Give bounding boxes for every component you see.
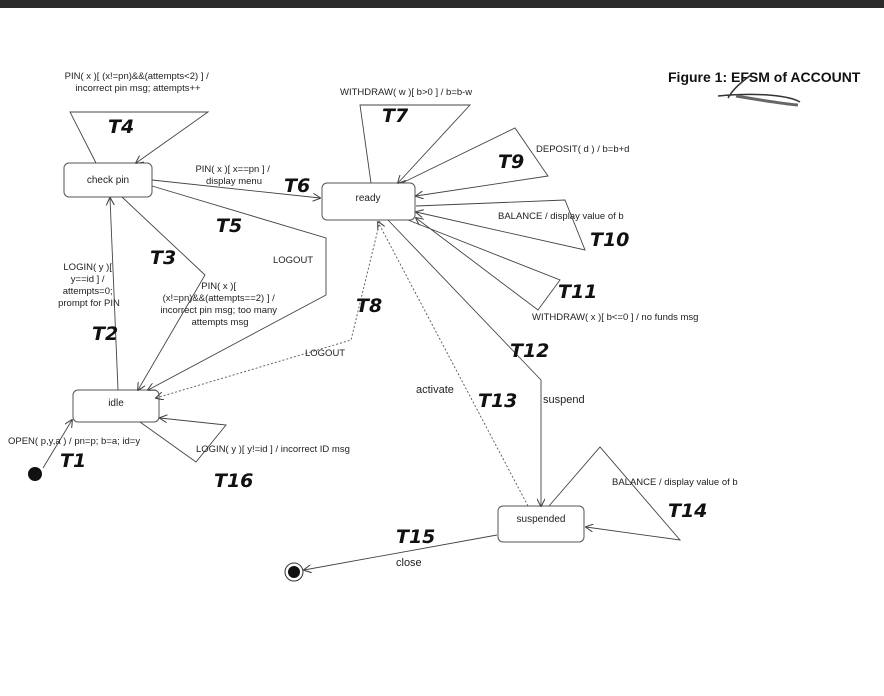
hand-t4: T4 (108, 116, 134, 138)
state-check-pin-label: check pin (87, 175, 129, 186)
hand-t2: T2 (92, 323, 118, 345)
edges (42, 104, 682, 570)
label-t9: DEPOSIT( d ) / b=b+d (536, 144, 629, 155)
title-underline (735, 94, 799, 107)
state-suspended: suspended (497, 505, 585, 543)
hand-t16: T16 (214, 470, 253, 492)
label-t16: LOGIN( y )[ y!=id ] / incorrect ID msg (196, 444, 350, 455)
state-idle-label: idle (108, 398, 124, 409)
state-ready: ready (321, 182, 416, 221)
label-t11: WITHDRAW( x )[ b<=0 ] / no funds msg (532, 312, 698, 323)
hand-t1: T1 (60, 450, 86, 472)
figure-title: Figure 1: EFSM of ACCOUNT (668, 69, 861, 85)
label-t10: BALANCE / display value of b (498, 211, 624, 222)
hand-t7: T7 (382, 105, 409, 127)
state-check-pin: check pin (63, 162, 153, 198)
label-t8: LOGOUT (305, 348, 345, 359)
title-scribble (717, 73, 801, 103)
final-state (284, 562, 304, 582)
hand-t9: T9 (498, 151, 524, 173)
label-t4: PIN( x )[ (x!=pn)&&(attempts<2) ] / inco… (65, 71, 212, 94)
top-dark-bar (0, 0, 884, 8)
label-t3: PIN( x )[ (x!=pn)&&(attempts==2) ] / inc… (160, 281, 279, 328)
state-suspended-label: suspended (517, 514, 566, 525)
hand-t12: T12 (510, 340, 549, 362)
state-idle: idle (72, 389, 160, 423)
hand-t10: T10 (590, 229, 629, 251)
label-t15: close (396, 557, 422, 569)
hand-t14: T14 (668, 500, 707, 522)
hand-t3: T3 (150, 247, 176, 269)
hand-t5: T5 (216, 215, 242, 237)
hand-t8: T8 (356, 295, 382, 317)
label-t6: PIN( x )[ x==pn ] / display menu (195, 164, 272, 187)
hand-t11: T11 (558, 281, 597, 303)
hand-t6: T6 (284, 175, 310, 197)
label-t5: LOGOUT (273, 255, 313, 266)
label-t7: WITHDRAW( w )[ b>0 ] / b=b-w (340, 87, 472, 98)
label-t2: LOGIN( y )[ y==id ] / attempts=0; prompt… (58, 262, 120, 309)
label-t1: OPEN( p,y,a ) / pn=p; b=a; id=y (8, 436, 140, 447)
hand-t15: T15 (396, 526, 435, 548)
hand-t13: T13 (478, 390, 517, 412)
initial-state-dot (28, 467, 42, 481)
state-ready-label: ready (355, 193, 380, 204)
label-t14: BALANCE / display value of b (612, 477, 738, 488)
label-t12: suspend (543, 394, 585, 406)
label-t13: activate (416, 384, 454, 396)
